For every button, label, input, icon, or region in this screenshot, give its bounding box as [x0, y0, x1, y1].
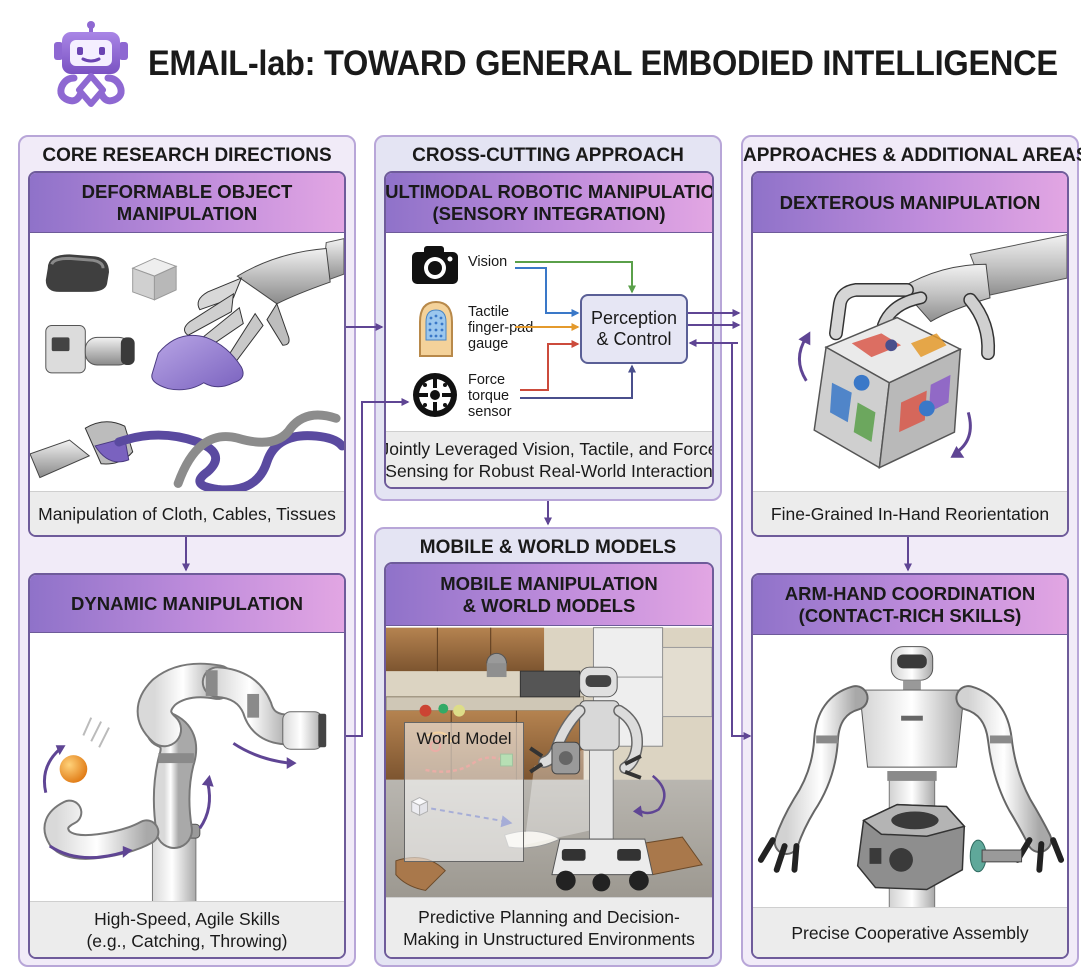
force-label-line-2: torque: [468, 388, 510, 404]
vision-label: Vision: [468, 254, 507, 270]
dynamic-caption-line-1: High-Speed, Agile Skills: [94, 908, 280, 929]
ball-icon: [59, 717, 110, 783]
tactile-label-line-1: Tactile: [468, 304, 510, 320]
world-model-panel: World Model: [404, 722, 524, 862]
multimodal-caption-line-1: Jointly Leveraged Vision, Tactile, and F…: [384, 438, 714, 459]
assembly-part-icon: [856, 803, 1023, 891]
arm-hand-coordination-card: ARM-HAND COORDINATION (CONTACT-RICH SKIL…: [751, 573, 1069, 959]
motion-arrows-icon: [42, 742, 297, 860]
dynamic-title-line-1: DYNAMIC MANIPULATION: [71, 592, 303, 614]
rotation-arrows-icon: [797, 331, 972, 458]
world-model-label: World Model: [416, 729, 512, 748]
tactile-finger-pad-icon: [419, 300, 453, 357]
force-torque-sensor-icon: [413, 373, 457, 417]
armhand-title-line-2: (CONTACT-RICH SKILLS): [798, 604, 1022, 626]
arm-hand-coordination-illustration: [757, 646, 1065, 910]
core-research-heading: CORE RESEARCH DIRECTIONS: [42, 145, 332, 166]
cross-cutting-heading: CROSS-CUTTING APPROACH: [412, 145, 684, 166]
multimodal-title-line-1: MULTIMODAL ROBOTIC MANIPULATION: [384, 180, 714, 202]
cable-spool-device-icon: [45, 324, 135, 374]
deformable-caption-line-1: Manipulation of Cloth, Cables, Tissues: [38, 503, 336, 524]
mobile-world-models-heading: MOBILE & WORLD MODELS: [419, 537, 677, 558]
robot-hand-icon: [829, 234, 1067, 361]
page-header: EMAIL-lab: TOWARD GENERAL EMBODIED INTEL…: [0, 0, 1081, 128]
mobile-caption-line-1: Predictive Planning and Decision-: [418, 906, 680, 927]
force-label: Force torque sensor: [468, 372, 512, 420]
mobile-card-header: MOBILE MANIPULATION & WORLD MODELS: [386, 564, 712, 626]
vision-label-line-1: Vision: [468, 254, 508, 270]
force-label-line-1: Force: [468, 372, 506, 388]
cable-grasp-icon: [30, 410, 344, 495]
dynamic-manipulation-illustration: [42, 662, 327, 904]
sponge-icon: [45, 254, 109, 292]
multimodal-card-caption: Jointly Leveraged Vision, Tactile, and F…: [386, 431, 712, 487]
approaches-heading: APPROACHES & ADDITIONAL AREAS: [743, 145, 1081, 166]
dexterous-caption-line-1: Fine-Grained In-Hand Reorientation: [770, 503, 1050, 524]
deformable-card-caption: Manipulation of Cloth, Cables, Tissues: [30, 491, 344, 535]
mobile-caption-line-2: Making in Unstructured Environments: [403, 928, 695, 949]
armhand-card-header: ARM-HAND COORDINATION (CONTACT-RICH SKIL…: [753, 575, 1067, 635]
armhand-caption-line-1: Precise Cooperative Assembly: [791, 922, 1029, 943]
multimodal-title-line-2: (SENSORY INTEGRATION): [432, 202, 666, 224]
robot-hand-with-cloth-icon: [151, 238, 344, 391]
multimodal-card-header: MULTIMODAL ROBOTIC MANIPULATION (SENSORY…: [386, 173, 712, 233]
page-title: EMAIL-lab: TOWARD GENERAL EMBODIED INTEL…: [148, 44, 1058, 83]
force-label-line-3: sensor: [468, 404, 512, 420]
dexterous-card-header: DEXTEROUS MANIPULATION: [753, 173, 1067, 233]
robot-arm-icon: [43, 662, 327, 904]
tactile-label-line-2: finger-pad: [468, 320, 534, 336]
dexterous-manipulation-illustration: [797, 234, 1067, 469]
multimodal-caption-line-2: Sensing for Robust Real-World Interactio…: [385, 460, 713, 481]
robot-mascot-icon: [54, 21, 128, 107]
mobile-robot-icon: [529, 666, 666, 892]
mobile-title-line-1: MOBILE MANIPULATION: [440, 572, 658, 594]
dynamic-caption-line-2: (e.g., Catching, Throwing): [86, 930, 288, 951]
tactile-label: Tactile finger-pad gauge: [468, 304, 533, 352]
dexterous-card-caption: Fine-Grained In-Hand Reorientation: [753, 491, 1067, 535]
perception-control-line-2: & Control: [596, 329, 672, 349]
tactile-label-line-3: gauge: [468, 336, 509, 352]
dynamic-card-header: DYNAMIC MANIPULATION: [30, 575, 344, 633]
cube-object-icon: [813, 316, 963, 469]
deformable-title-line-1: DEFORMABLE OBJECT: [81, 180, 293, 202]
dexterous-title-line-1: DEXTEROUS MANIPULATION: [779, 191, 1041, 213]
armhand-title-line-1: ARM-HAND COORDINATION: [784, 582, 1036, 604]
foam-cube-icon: [131, 257, 178, 301]
deformable-manipulation-illustration: [30, 238, 344, 495]
dexterous-manipulation-card: DEXTEROUS MANIPULATION: [751, 171, 1069, 537]
perception-control-line-1: Perception: [590, 308, 678, 328]
armhand-card-caption: Precise Cooperative Assembly: [753, 907, 1067, 957]
dynamic-card-caption: High-Speed, Agile Skills (e.g., Catching…: [30, 901, 344, 957]
mobile-card-caption: Predictive Planning and Decision- Making…: [386, 897, 712, 957]
camera-icon: [412, 246, 458, 284]
perception-control-box: Perception & Control: [580, 294, 688, 364]
deformable-card-header: DEFORMABLE OBJECT MANIPULATION: [30, 173, 344, 233]
deformable-manipulation-card: DEFORMABLE OBJECT MANIPULATION: [28, 171, 346, 537]
deformable-title-line-2: MANIPULATION: [116, 202, 258, 224]
mobile-title-line-2: & WORLD MODELS: [462, 594, 636, 616]
dynamic-manipulation-card: DYNAMIC MANIPULATION: [28, 573, 346, 959]
